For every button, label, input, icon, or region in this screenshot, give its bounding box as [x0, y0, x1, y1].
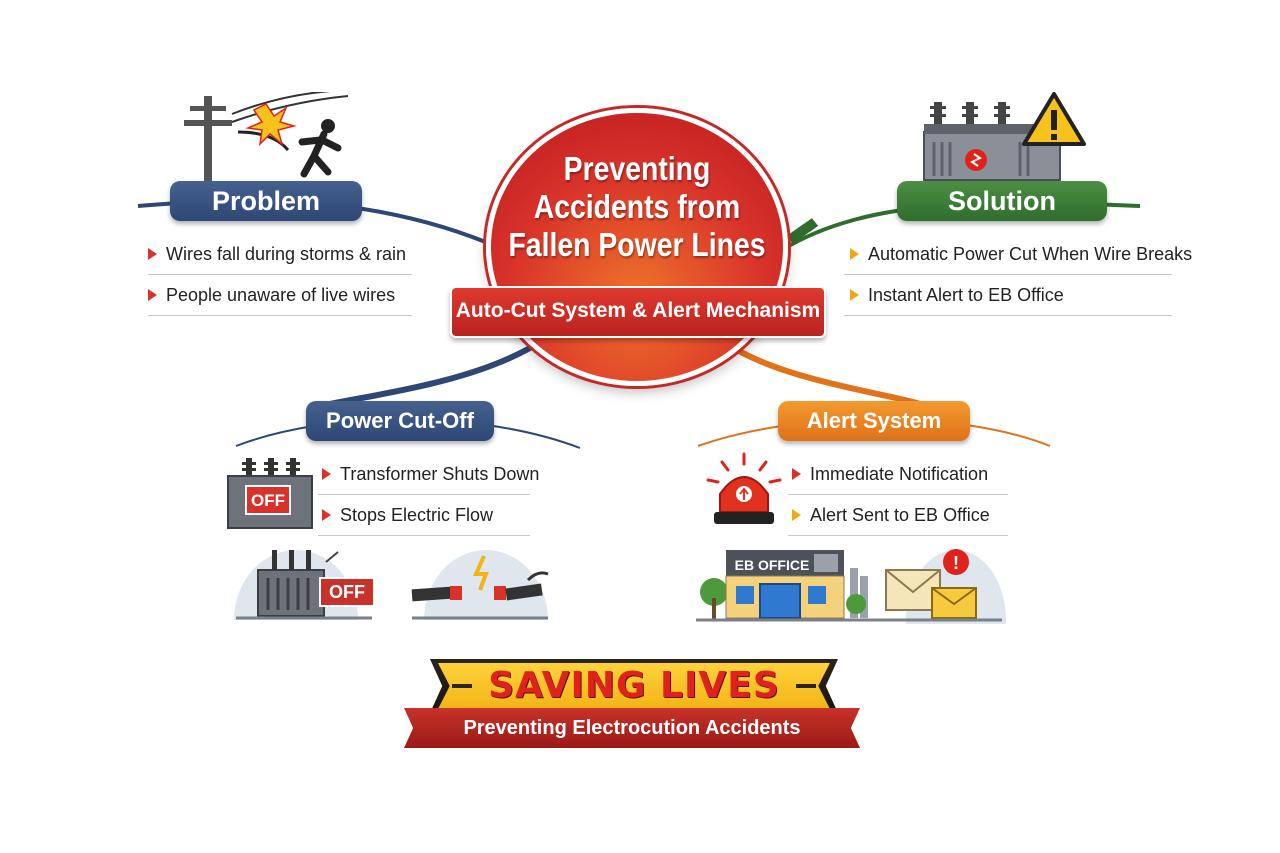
- arrow-icon: [850, 248, 859, 260]
- arrow-icon: [148, 248, 157, 260]
- siren-icon: [704, 450, 794, 530]
- alert-badge: !: [946, 550, 966, 576]
- arrow-icon: [322, 468, 331, 480]
- off-sign-label: OFF: [320, 578, 374, 606]
- central-title: Preventing Accidents from Fallen Power L…: [507, 150, 767, 264]
- list-item: Wires fall during storms & rain: [148, 234, 412, 275]
- transformer-warning-icon: [920, 92, 1090, 182]
- list-item: Transformer Shuts Down: [318, 454, 530, 495]
- alert-system-list: Immediate Notification Alert Sent to EB …: [788, 454, 1008, 536]
- arrow-icon: [792, 509, 801, 521]
- list-item: Stops Electric Flow: [318, 495, 530, 536]
- list-item: Alert Sent to EB Office: [788, 495, 1008, 536]
- off-label: OFF: [246, 487, 290, 515]
- list-item: Immediate Notification: [788, 454, 1008, 495]
- power-cutoff-list: Transformer Shuts Down Stops Electric Fl…: [318, 454, 530, 536]
- central-subtitle-ribbon: Auto-Cut System & Alert Mechanism: [450, 286, 826, 338]
- connector-alert: [724, 342, 920, 404]
- banner-title: SAVING LIVES: [438, 663, 830, 709]
- list-item: Instant Alert to EB Office: [844, 275, 1172, 316]
- solution-list: Automatic Power Cut When Wire Breaks Ins…: [844, 234, 1172, 316]
- eb-office-sign: EB OFFICE: [728, 552, 816, 578]
- falling-wire-icon: [178, 92, 348, 182]
- solution-label: Solution: [897, 181, 1107, 221]
- problem-list: Wires fall during storms & rain People u…: [148, 234, 412, 316]
- power-cutoff-label: Power Cut-Off: [306, 401, 494, 441]
- broken-cable-icon: [410, 540, 550, 620]
- connector-cutoff: [330, 342, 540, 404]
- arrow-icon: [850, 289, 859, 301]
- problem-label: Problem: [170, 181, 362, 221]
- alert-system-label: Alert System: [778, 401, 970, 441]
- banner-subtitle: Preventing Electrocution Accidents: [404, 708, 860, 748]
- list-item: Automatic Power Cut When Wire Breaks: [844, 234, 1172, 275]
- arrow-icon: [792, 468, 801, 480]
- list-item: People unaware of live wires: [148, 275, 412, 316]
- arrow-icon: [148, 289, 157, 301]
- arrow-icon: [322, 509, 331, 521]
